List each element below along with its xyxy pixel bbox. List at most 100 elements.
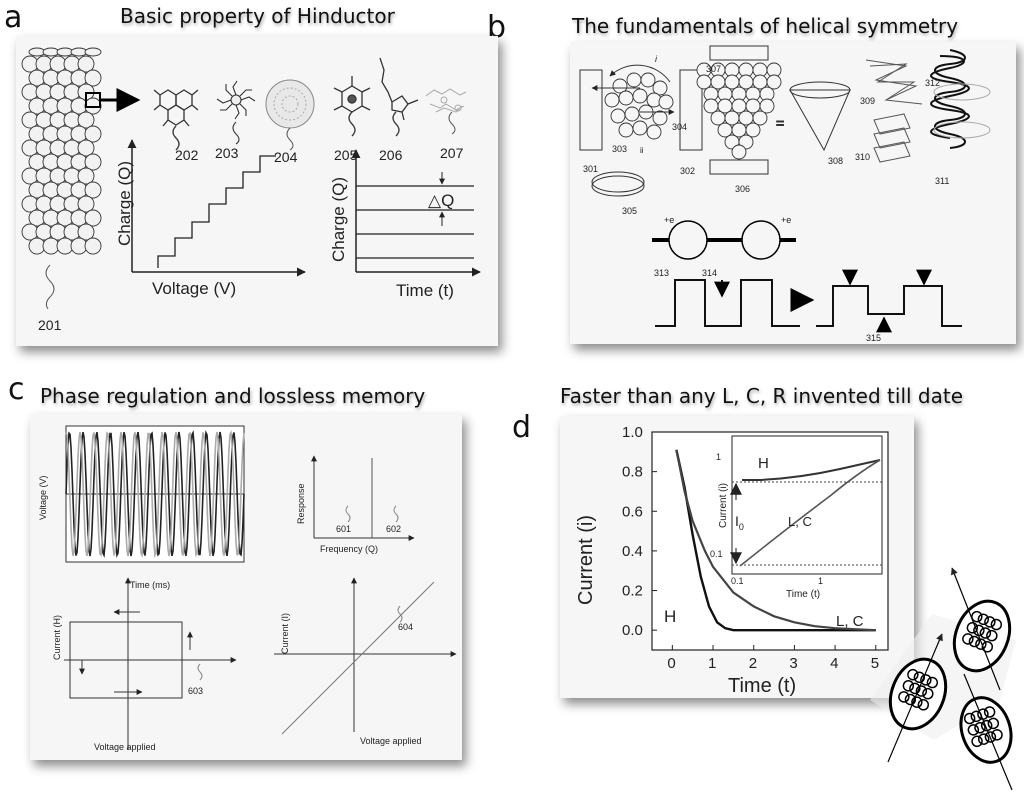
inset-line-h — [742, 459, 881, 481]
label-302: 302 — [680, 166, 695, 176]
x-tick-label: 2 — [749, 655, 757, 672]
response-ylabel: Response — [296, 483, 306, 524]
label-204: 204 — [274, 149, 298, 165]
plot2-xlabel: Time (t) — [396, 281, 454, 300]
label-315: 315 — [866, 333, 881, 343]
label-310: 310 — [855, 152, 870, 162]
y-tick-label: 0.2 — [622, 583, 643, 600]
nanotube-drawing — [21, 47, 102, 255]
charge-label-right: +e — [781, 215, 791, 225]
series-line-h — [675, 449, 876, 632]
leader-201 — [45, 264, 55, 310]
charge-time-plot: △Q Charge (Q) Time (t) — [329, 149, 481, 300]
current-time-chart: 0 1 2 3 4 5 0.0 0.2 0.4 0.6 0.8 1.0 H L, C Current … — [575, 424, 889, 697]
helix-diagram: = — [579, 45, 991, 197]
label-312: 312 — [925, 78, 940, 88]
charge-voltage-plot: Charge (Q) Voltage (V) — [115, 139, 306, 298]
wave-ylabel: Voltage (V) — [38, 475, 48, 520]
y-tick-label: 0.6 — [622, 503, 643, 520]
label-601: 601 — [336, 524, 351, 534]
x-tick-label: 1 — [708, 655, 716, 672]
inset-label-lc: L, C — [788, 514, 812, 529]
panel-b-title: The fundamentals of helical symmetry — [572, 14, 959, 38]
plot1-xlabel: Voltage (V) — [152, 279, 236, 298]
label-604: 604 — [398, 622, 413, 632]
plot1-ylabel: Charge (Q) — [115, 161, 134, 246]
inset-i0-label: I0 — [735, 513, 744, 532]
panel-c-title: Phase regulation and lossless memory — [40, 384, 426, 408]
molecule-205 — [333, 76, 371, 137]
coil-illustrations — [870, 567, 1016, 791]
molecule-202 — [153, 89, 199, 151]
panel-d-title: Faster than any L, C, R invented till da… — [560, 384, 964, 408]
i-label-1: i — [655, 54, 658, 64]
molecule-206 — [379, 57, 419, 137]
label-313: 313 — [654, 268, 669, 278]
label-301: 301 — [583, 164, 598, 174]
series-label-h: H — [664, 607, 676, 626]
panel-a-title: Basic property of Hinductor — [120, 4, 395, 28]
label-306: 306 — [735, 184, 750, 194]
charge-label-left: +e — [664, 215, 674, 225]
molecule-204 — [265, 79, 315, 151]
label-305: 305 — [622, 206, 637, 216]
hyst-ylabel: Current (H) — [52, 615, 62, 660]
label-314: 314 — [702, 268, 717, 278]
voltage-time-plot: Voltage (V) Time (ms) — [38, 425, 245, 590]
molecule-203 — [216, 80, 256, 145]
linear-ylabel: Current (I) — [280, 613, 290, 654]
equals-sign: = — [776, 115, 784, 131]
inset-xtick-1: 1 — [818, 576, 823, 586]
response-frequency-plot: 601 602 Response Frequency (Q) — [296, 455, 415, 554]
label-205: 205 — [334, 147, 358, 163]
plot2-ylabel: Charge (Q) — [329, 177, 348, 262]
y-tick-label: 1.0 — [622, 424, 643, 441]
linear-xlabel: Voltage applied — [360, 736, 422, 746]
y-tick-label: 0.4 — [622, 543, 643, 560]
hysteresis-plot: 603 Current (H) Voltage applied — [52, 577, 237, 752]
inset-ytick-1: 1 — [716, 452, 721, 462]
delta-q-label: △Q — [428, 191, 454, 210]
chart-ylabel: Current (i) — [575, 515, 597, 605]
panel-a-letter: a — [4, 0, 23, 35]
charge-diagram: +e +e 313 314 315 — [652, 215, 962, 343]
label-304: 304 — [672, 122, 687, 132]
series-label-lc: L, C — [836, 613, 864, 630]
panel-d-letter: d — [512, 410, 532, 445]
wave-xlabel: Time (ms) — [130, 580, 170, 590]
label-206: 206 — [379, 147, 403, 163]
inset-ytick-0.1: 0.1 — [710, 549, 723, 559]
inset-label-h: H — [758, 455, 769, 472]
x-tick-label: 5 — [871, 655, 879, 672]
label-207: 207 — [440, 145, 464, 161]
inset-frame — [731, 435, 883, 575]
inset-ylabel: Current (i) — [718, 483, 729, 528]
molecule-207 — [425, 88, 467, 135]
inset-xtick-0.1: 0.1 — [731, 576, 744, 586]
label-202: 202 — [175, 147, 199, 163]
panel-c-letter: c — [8, 372, 25, 407]
y-tick-label: 0.8 — [622, 464, 643, 481]
label-308: 308 — [828, 156, 843, 166]
inset-line-lc — [739, 459, 881, 567]
label-311: 311 — [935, 176, 949, 186]
label-307: 307 — [706, 64, 721, 74]
label-201: 201 — [38, 317, 62, 333]
label-603: 603 — [188, 686, 203, 696]
label-303: 303 — [612, 144, 627, 154]
chart-xlabel: Time (t) — [728, 675, 796, 697]
label-309: 309 — [860, 96, 875, 106]
response-xlabel: Frequency (Q) — [320, 544, 378, 554]
series-line-lc — [675, 449, 876, 632]
label-203: 203 — [215, 145, 239, 161]
linear-current-plot: 604 Current (I) Voltage applied — [274, 577, 457, 746]
ii-label: ii — [640, 146, 644, 155]
y-tick-label: 0.0 — [622, 622, 643, 639]
x-tick-label: 4 — [830, 655, 838, 672]
x-tick-label: 0 — [667, 655, 675, 672]
hyst-xlabel: Voltage applied — [94, 742, 156, 752]
label-602: 602 — [386, 524, 401, 534]
x-tick-label: 3 — [789, 655, 797, 672]
inset-xlabel: Time (t) — [786, 589, 820, 600]
